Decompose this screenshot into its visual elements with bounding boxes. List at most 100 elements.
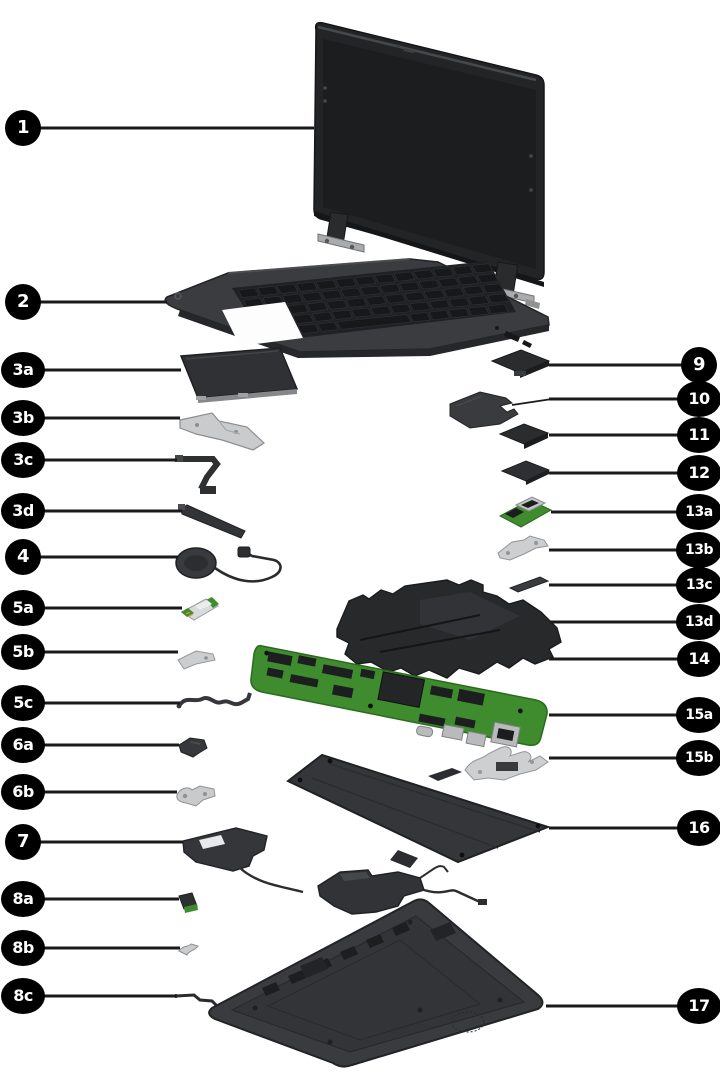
keyboard-key (487, 304, 509, 314)
keyboard-key (301, 291, 323, 302)
usb-port (441, 723, 465, 741)
keyboard-key (424, 289, 445, 300)
callout-label: 8b (12, 938, 34, 957)
keyboard-key (257, 286, 279, 296)
callout-13b-usb-board-bracket: 13b (676, 532, 720, 568)
touchpad-bracket (179, 412, 265, 451)
keyboard-key (394, 271, 415, 282)
callout-8a-sensor-board: 8a (1, 881, 45, 917)
antenna-cable (176, 692, 252, 709)
wlan-module (181, 597, 219, 621)
callout-label: 12 (688, 463, 710, 482)
keyboard-key (399, 281, 421, 292)
bottom-cover (208, 898, 544, 1068)
keyboard-key (468, 295, 490, 306)
callout-6a-connector-bracket: 6a (1, 727, 45, 763)
keyboard-key (429, 299, 451, 310)
keyboard-key (326, 299, 348, 310)
callout-label: 8c (13, 986, 33, 1005)
keyboard-key (429, 310, 450, 320)
usb-board-bracket (497, 535, 549, 561)
touchpad-board-cable (178, 504, 246, 539)
side-port (522, 340, 532, 348)
keyboard-key (335, 277, 357, 288)
callout-label: 9 (692, 354, 706, 375)
callout-3d-touchpad-board-cable: 3d (1, 493, 45, 529)
memory-module (498, 423, 550, 449)
callout-label: 2 (16, 291, 30, 312)
display-hinge-left (317, 211, 365, 253)
callout-6b-hinge-bracket: 6b (1, 774, 45, 810)
keyboard-key (448, 308, 470, 318)
keyboard-key (292, 313, 314, 324)
webcam (403, 47, 415, 54)
keyboard-key (418, 279, 440, 290)
callout-label: 6b (12, 782, 34, 801)
keyboard-key (321, 289, 343, 300)
keyboard-key (404, 291, 426, 302)
keyboard-key (482, 283, 504, 294)
thermal-pad (500, 460, 551, 485)
callout-12-thermal-pad: 12 (677, 455, 720, 491)
callout-11-memory-module: 11 (677, 417, 720, 453)
callout-label: 5b (12, 642, 34, 661)
keyboard-key (365, 295, 387, 306)
callout-label: 4 (16, 546, 30, 567)
callout-label: 3b (12, 408, 34, 427)
hinge-bracket (176, 785, 216, 807)
solid-state-drive (490, 349, 551, 378)
speaker (175, 546, 282, 583)
callout-10-drive-plate: 10 (677, 381, 720, 417)
io-bracket (464, 746, 549, 781)
keyboard-key (238, 288, 259, 298)
keyboard-key (468, 306, 489, 316)
touchpad (179, 347, 299, 403)
keyboard-key (463, 285, 484, 296)
callout-label: 3a (12, 360, 34, 379)
callout-label: 17 (688, 996, 710, 1015)
callout-16-battery: 16 (677, 810, 720, 846)
system-board (250, 644, 548, 748)
keyboard-key (340, 287, 362, 298)
callout-8b-sensor-bracket: 8b (1, 930, 45, 966)
keyboard-key (282, 293, 304, 304)
heat-shield (336, 579, 562, 679)
system-board-components (264, 650, 523, 748)
sensor-bracket (178, 943, 199, 956)
callout-label: 10 (688, 389, 710, 408)
keyboard-key (298, 323, 319, 334)
callout-5b-wlan-bracket: 5b (1, 634, 45, 670)
keyboard-key (370, 305, 392, 316)
callout-4-speaker: 4 (5, 539, 41, 575)
keyboard-key (390, 303, 412, 314)
callout-13a-usb-board: 13a (676, 494, 720, 530)
wlan-bracket (177, 650, 216, 670)
callout-13c-usb-board-cable: 13c (676, 567, 720, 603)
keyboard-key (374, 273, 396, 284)
callout-label: 1 (16, 117, 30, 138)
callout-label: 5c (13, 693, 33, 712)
keyboard-key (385, 293, 406, 304)
battery (286, 753, 552, 868)
touchpad-aperture (222, 302, 303, 346)
keyboard-key (409, 301, 431, 312)
keyboard-key (337, 314, 411, 330)
callout-label: 3d (12, 501, 34, 520)
power-button (174, 292, 182, 300)
keyboard-key (296, 281, 318, 292)
callout-3c-touchpad-cable: 3c (1, 442, 45, 478)
callout-3a-touchpad: 3a (1, 352, 45, 388)
callout-label: 13d (684, 614, 714, 630)
speaker-assembly (182, 827, 487, 915)
keyboard-key (312, 311, 334, 322)
usb-board (498, 496, 553, 528)
callout-label: 3c (13, 450, 33, 469)
keyboard (238, 263, 509, 338)
callout-17-bottom-cover: 17 (677, 988, 720, 1024)
callout-2-keyboard-top-cover: 2 (5, 284, 41, 320)
callout-label: 13b (684, 542, 714, 558)
leader-line-elbow-10 (511, 398, 553, 406)
battery-connector (390, 850, 418, 868)
callout-14-heat-shield: 14 (677, 641, 720, 677)
